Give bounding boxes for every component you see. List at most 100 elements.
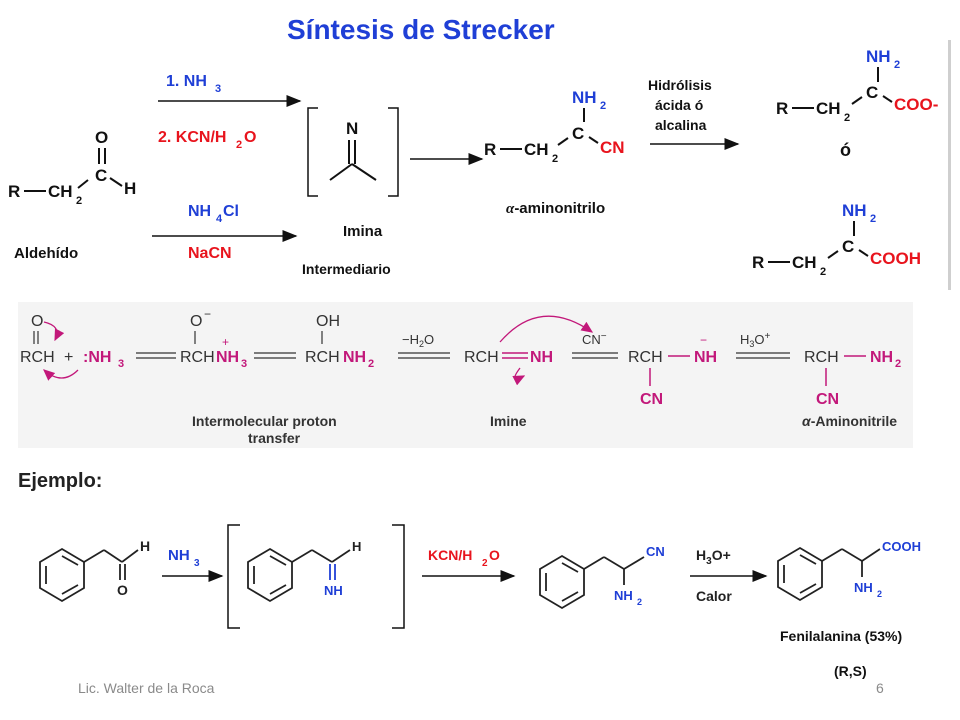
svg-text:3: 3 [194,558,200,569]
path2-reagent2: NaCN [188,245,232,262]
svg-text:RCH: RCH [180,349,215,366]
svg-text:O: O [489,547,500,563]
example-product-stereo: (R,S) [834,663,867,679]
svg-text:NH: NH [530,349,553,366]
aldehyde-c: C [95,166,107,185]
svg-text:2: 2 [844,112,850,124]
example-nitrile-molecule [539,554,645,610]
example-reagent3: H3O+ Calor [696,547,732,604]
path1-step2: 2. KCN/H [158,129,226,146]
slide-title: Síntesis de Strecker [287,14,555,45]
svg-text:CH: CH [816,99,841,118]
svg-text:CN: CN [646,544,665,559]
svg-text:+: + [64,349,73,366]
svg-text:NH: NH [614,588,633,603]
svg-text:2: 2 [637,597,642,607]
svg-text:OH: OH [316,313,340,330]
aldehyde-o: O [95,128,108,147]
svg-text:3: 3 [241,358,247,370]
example-reagent1: NH 3 [168,547,200,569]
mechanism-panel [18,302,913,448]
svg-text:RCH: RCH [804,349,839,366]
footer-author: Lic. Walter de la Roca [78,680,215,696]
aminonitrile-label: α-aminonitrilo [506,200,605,217]
svg-text:3: 3 [118,358,124,370]
svg-text:NH: NH [216,349,239,366]
svg-text:4: 4 [216,213,223,225]
product2-structure: NH 2 C COOH R CH 2 [752,201,921,278]
path2-reagent1: NH [188,203,211,220]
svg-text:COO-: COO- [894,95,938,114]
svg-text:RCH: RCH [464,349,499,366]
svg-text:2: 2 [877,589,882,599]
svg-text:H: H [140,538,150,554]
example-product-label: Fenilalanina (53%) [780,628,902,644]
example-heading: Ejemplo: [18,470,103,492]
svg-text:ácida ó: ácida ó [655,97,703,113]
svg-text:2: 2 [820,266,826,278]
svg-text:2: 2 [895,358,901,370]
svg-text:NH: NH [854,580,873,595]
svg-text:R: R [776,99,788,118]
svg-text:H3O+: H3O+ [696,547,731,567]
svg-text:Cl: Cl [223,203,239,220]
svg-text:NH: NH [572,88,597,107]
imine-sublabel: Intermediario [302,261,391,277]
svg-text:transfer: transfer [248,430,301,446]
svg-text:COOH: COOH [870,249,921,268]
imine-intermediate: N Imina Intermediario [302,107,399,277]
svg-text:NH: NH [842,201,867,220]
svg-text:H: H [352,539,361,554]
svg-text:O: O [244,129,256,146]
svg-text:RCH: RCH [20,349,55,366]
example-product-molecule [777,546,881,602]
svg-text:R: R [752,253,764,272]
svg-text:R: R [484,140,496,159]
svg-text:2: 2 [870,213,876,225]
example-reagent2: KCN/H 2 O [428,547,500,569]
svg-text:O: O [31,313,43,330]
svg-text:3: 3 [215,83,221,95]
svg-text:Hidrólisis: Hidrólisis [648,77,712,93]
svg-text:NH: NH [343,349,366,366]
cyanide-reagent: CN− [582,331,607,347]
svg-text:NH: NH [694,349,717,366]
svg-text:KCN/H: KCN/H [428,547,472,563]
svg-text:RCH: RCH [305,349,340,366]
svg-text:C: C [842,237,854,256]
aldehyde-ch: CH [48,182,73,201]
svg-text:2: 2 [552,153,558,165]
svg-text:RCH: RCH [628,349,663,366]
aldehyde-h: H [124,179,136,198]
svg-text:NH: NH [870,349,893,366]
svg-text:CH: CH [792,253,817,272]
svg-text:C: C [572,124,584,143]
svg-text:Calor: Calor [696,588,732,604]
path1-step1: 1. NH [166,73,207,90]
svg-text:NH: NH [168,547,190,564]
svg-text:NH: NH [866,47,891,66]
svg-text:CH: CH [524,140,549,159]
imine-label: Imina [343,223,383,240]
hydronium-reagent: H3O+ [740,331,771,349]
svg-text:Intermolecular proton: Intermolecular proton [192,413,337,429]
aldehyde-r: R [8,182,20,201]
svg-text:−: − [204,307,211,321]
svg-text:C: C [866,83,878,102]
or-label: ó [840,140,851,160]
svg-text:2: 2 [236,139,242,151]
svg-text:−: − [700,333,707,347]
imine-n: N [346,119,358,138]
path2-reagents: NH 4 Cl NaCN [188,203,239,262]
svg-text:+: + [222,335,229,349]
svg-text:CN: CN [640,391,663,408]
svg-text:NH: NH [324,583,343,598]
svg-text:CN: CN [816,391,839,408]
svg-text:2: 2 [600,100,606,112]
divider-bar [948,40,951,290]
svg-text:COOH: COOH [882,539,921,554]
svg-text::NH: :NH [83,349,111,366]
example-start-molecule [39,547,139,603]
svg-text:O: O [190,313,202,330]
